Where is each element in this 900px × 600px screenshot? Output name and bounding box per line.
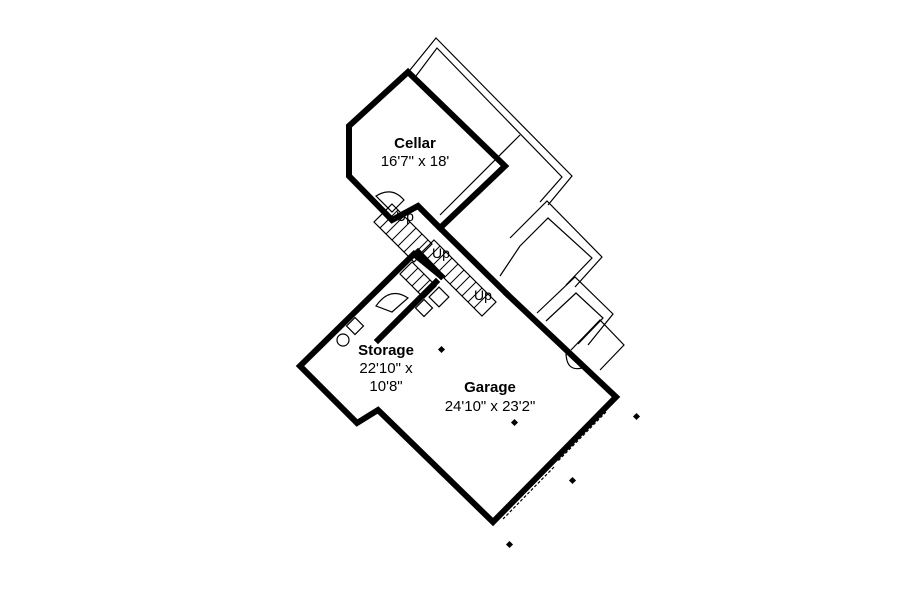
- cellar-label: Cellar: [394, 135, 436, 152]
- deck-outline: [409, 37, 625, 371]
- storage-label: Storage: [358, 342, 414, 359]
- marker-dots: [437, 345, 641, 549]
- stair-middle-label: Up: [432, 245, 450, 261]
- stair-lower-label: Up: [474, 287, 492, 303]
- cellar-walls: [346, 67, 510, 233]
- garage-walls: [295, 249, 621, 527]
- garage-label: Garage: [464, 379, 516, 396]
- storage-dimensions-line1: 22'10" x: [359, 360, 413, 377]
- garage-dimensions: 24'10" x 23'2": [445, 398, 536, 415]
- garage-doors: [498, 407, 607, 520]
- stair-lower: [399, 239, 497, 318]
- storage-dimensions-line2: 10'8": [369, 378, 402, 395]
- stair-upper: [373, 203, 433, 263]
- water-heater-icon: [336, 333, 350, 347]
- storage-fixtures: [336, 316, 365, 347]
- stair-upper-label: Up: [396, 208, 414, 224]
- furnace-icon: [345, 316, 365, 336]
- door-swings: [375, 191, 584, 370]
- cellar-dimensions: 16'7" x 18': [381, 153, 450, 170]
